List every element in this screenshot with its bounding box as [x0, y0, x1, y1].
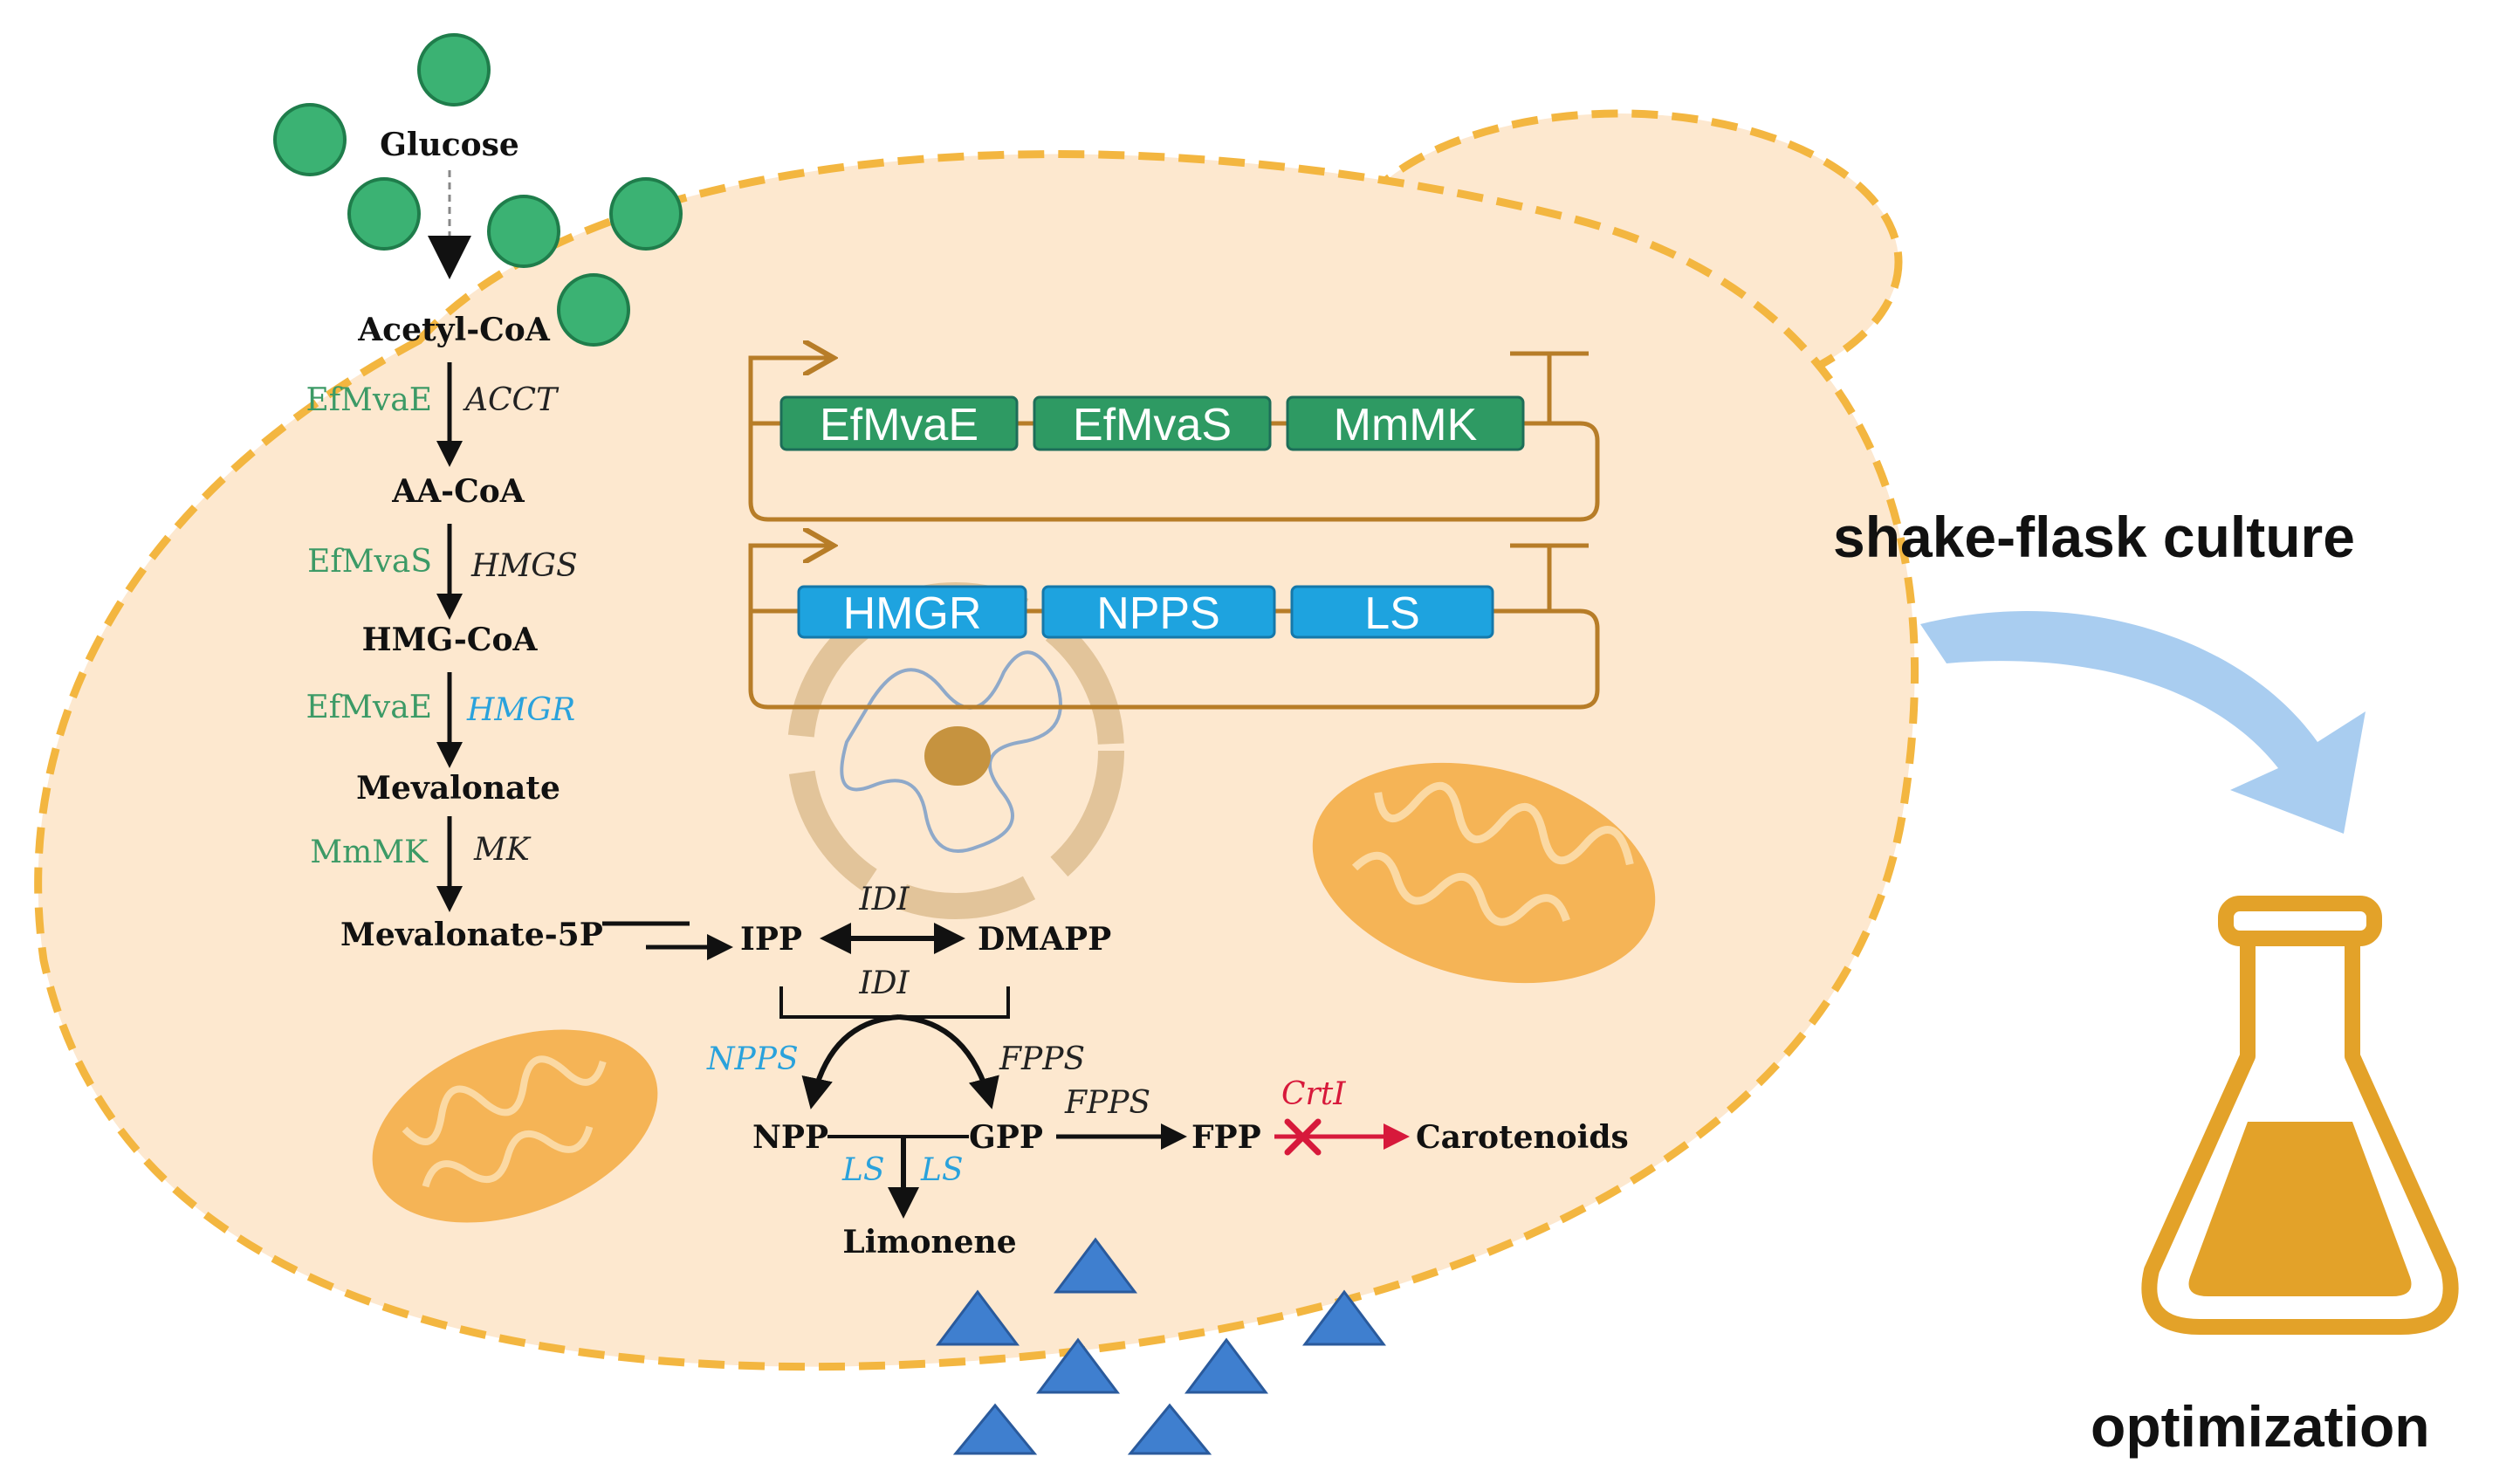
mitochondrion-right	[1312, 762, 1656, 984]
shake-flask-culture-label: shake-flask culture	[1833, 505, 2355, 569]
metabolite-mevalonate: Mevalonate	[356, 770, 560, 807]
gene-box-npps: NPPS	[1041, 585, 1276, 639]
metabolite-hmg-coa: HMG-CoA	[362, 622, 539, 658]
enzyme-idi-top: IDI	[858, 882, 910, 917]
glucose-circle	[417, 33, 491, 106]
arrow-m5p-ipp	[602, 921, 729, 947]
process-arrow	[1920, 611, 2366, 834]
plasmid-1	[748, 354, 1600, 522]
glucose-circle	[273, 103, 347, 176]
optimization-label: optimization	[2091, 1394, 2430, 1459]
limonene-triangle	[1036, 1337, 1120, 1394]
enzyme-step3-native: HMGR	[466, 692, 575, 728]
metabolite-dmapp: DMAPP	[978, 921, 1111, 958]
glucose-circle	[609, 177, 683, 251]
enzyme-fpps-arc: FPPS	[999, 1041, 1085, 1077]
metabolite-npp: NPP	[752, 1119, 828, 1156]
metabolite-acetyl-coa: Acetyl-CoA	[357, 312, 551, 348]
nucleolus	[924, 726, 991, 786]
gene-box-efmvas: EfMvaS	[1033, 395, 1272, 451]
enzyme-step2-heterologous: EfMvaS	[307, 544, 432, 580]
plasmid-2	[748, 546, 1600, 710]
enzyme-step4-native: MK	[473, 832, 532, 868]
enzyme-fpps-arrow: FPPS	[1064, 1085, 1150, 1121]
enzyme-npps: NPPS	[706, 1041, 799, 1077]
limonene-triangle	[1054, 1237, 1137, 1294]
gene-label: MmMK	[1334, 400, 1478, 450]
glucose-molecules	[273, 33, 683, 347]
metabolite-limonene: Limonene	[842, 1224, 1016, 1261]
enzyme-ls-right: LS	[920, 1152, 964, 1188]
gene-box-ls: LS	[1290, 585, 1494, 639]
enzyme-step1-native: ACCT	[463, 382, 560, 418]
knockout-cross-icon	[1284, 1118, 1322, 1156]
limonene-molecules	[936, 1237, 1386, 1455]
gene-box-efmvae: EfMvaE	[779, 395, 1019, 451]
glucose-circle	[347, 177, 421, 251]
arrow-to-gpp	[898, 1014, 999, 1110]
enzyme-crti: CrtI	[1281, 1076, 1346, 1112]
limonene-triangle	[1127, 1403, 1212, 1455]
erlenmeyer-flask-icon	[2141, 896, 2459, 1335]
metabolite-ipp: IPP	[740, 921, 802, 958]
metabolite-carotenoids: Carotenoids	[1416, 1119, 1629, 1156]
metabolite-glucose: Glucose	[380, 127, 519, 163]
metabolite-aa-coa: AA-CoA	[391, 473, 525, 510]
gene-label: LS	[1364, 588, 1420, 639]
gene-label: EfMvaS	[1073, 400, 1232, 450]
glucose-circle	[557, 273, 630, 347]
enzyme-step4-heterologous: MmMK	[310, 835, 429, 870]
limonene-triangle	[936, 1289, 1020, 1346]
gene-box-mmmk: MmMK	[1286, 395, 1525, 451]
enzyme-idi-bottom: IDI	[858, 965, 910, 1001]
enzyme-ls-left: LS	[841, 1152, 885, 1188]
arrow-glucose-acetylcoa	[428, 236, 471, 279]
gene-label: NPPS	[1096, 588, 1220, 639]
mitochondrion-left	[372, 1029, 658, 1223]
limonene-triangle	[1184, 1337, 1268, 1394]
metabolite-fpp: FPP	[1191, 1119, 1261, 1156]
enzyme-step2-native: HMGS	[470, 548, 578, 584]
gene-label: HMGR	[843, 588, 982, 639]
gene-label: EfMvaE	[820, 400, 978, 450]
limonene-triangle	[1302, 1289, 1386, 1346]
arrow-to-npp	[801, 1014, 900, 1110]
metabolite-gpp: GPP	[969, 1119, 1043, 1156]
glucose-circle	[487, 195, 560, 268]
metabolite-mevalonate-5p: Mevalonate-5P	[340, 917, 603, 953]
enzyme-step3-heterologous: EfMvaE	[306, 690, 432, 725]
limonene-triangle	[952, 1403, 1038, 1455]
gene-box-hmgr: HMGR	[797, 585, 1027, 639]
enzyme-step1-heterologous: EfMvaE	[306, 382, 432, 418]
